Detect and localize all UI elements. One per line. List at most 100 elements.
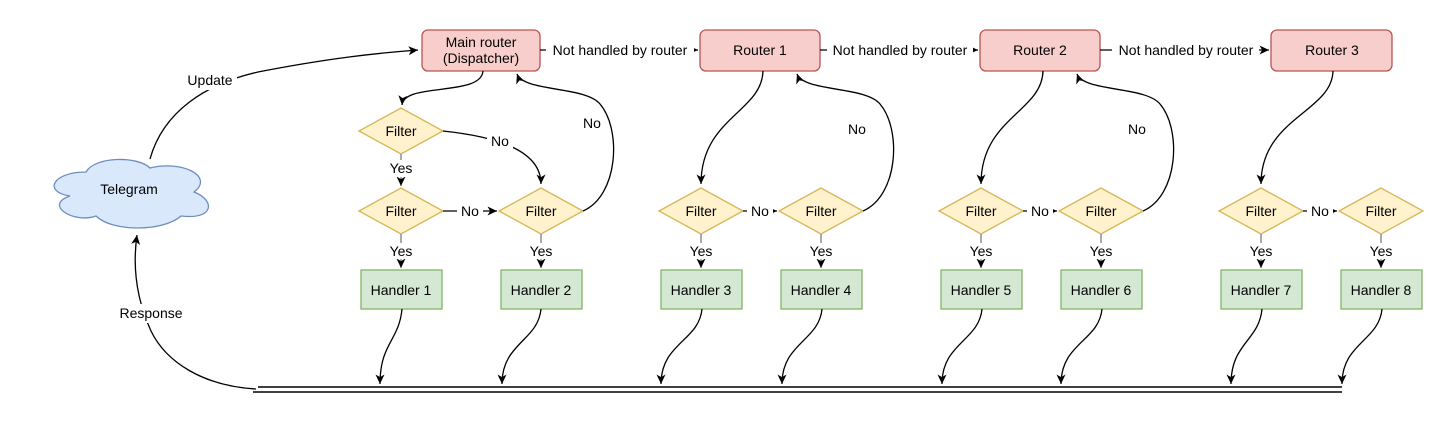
router-3-box [1270, 29, 1393, 72]
edge-main-to-filter [398, 70, 484, 106]
not-handled-1-label: Not handled by router [553, 42, 688, 58]
edge-response [131, 234, 257, 390]
no-return-main-bg [579, 114, 605, 132]
edge-handler-4-to-bus [777, 308, 823, 385]
no-return-r1-bg [844, 120, 870, 138]
handler-box [780, 269, 863, 310]
telegram-label: Telegram [100, 181, 158, 197]
handler-8-node: Handler 8 [1340, 269, 1423, 310]
filter-label: Filter [1085, 203, 1116, 219]
router-2-node: Router 2 [979, 29, 1101, 72]
not-handled-2-label: Not handled by router [833, 42, 968, 58]
filter-r2-left: Filter [937, 187, 1025, 235]
edge-handler-1-to-bus [375, 308, 403, 385]
handler-5-node: Handler 5 [940, 269, 1023, 310]
no-inline-main-bg [457, 202, 483, 220]
cloud-shape [53, 158, 210, 229]
not-handled-3-label: Not handled by router [1119, 42, 1254, 58]
filter-r3-left: Filter [1217, 187, 1305, 235]
edges [131, 45, 1386, 393]
update-label: Update [187, 72, 232, 88]
telegram-cloud: Telegram [53, 158, 210, 229]
filter-label: Filter [1245, 203, 1276, 219]
yes-7-bg [1246, 243, 1276, 259]
no-inline-r2-bg [1027, 202, 1053, 220]
filter-label: Filter [965, 203, 996, 219]
yes-6-bg [1086, 243, 1116, 259]
yes-5-bg [966, 243, 996, 259]
filter-label: Filter [525, 203, 556, 219]
router-1-label: Router 1 [733, 42, 787, 58]
edge-handler-6-to-bus [1056, 308, 1103, 385]
yes-main-top-bg [386, 160, 416, 177]
yes-2-label: Yes [530, 243, 553, 259]
update-label-bg [183, 71, 237, 90]
no-inline-r1-bg [747, 202, 773, 220]
router-3-node: Router 3 [1270, 29, 1393, 72]
no-inline-main-label: No [461, 203, 479, 219]
edge-handler-8-to-bus [1337, 308, 1383, 385]
filter-label: Filter [385, 123, 416, 139]
no-inline-r1-label: No [751, 203, 769, 219]
filter-main-top: Filter [357, 107, 445, 155]
no-inline-r3-label: No [1311, 203, 1329, 219]
handler-label: Handler 1 [371, 282, 432, 298]
yes-3-bg [686, 243, 716, 259]
handler-label: Handler 3 [671, 282, 732, 298]
no-main-top-label: No [491, 133, 509, 149]
handler-label: Handler 4 [791, 282, 852, 298]
handler-box [360, 269, 443, 310]
handler-1-node: Handler 1 [360, 269, 443, 310]
handler-box [500, 269, 583, 310]
yes-8-bg [1366, 243, 1396, 259]
yes-main-top-label: Yes [390, 160, 413, 176]
not-handled-1-bg [546, 41, 694, 59]
handler-label: Handler 7 [1231, 282, 1292, 298]
handler-4-node: Handler 4 [780, 269, 863, 310]
edge-no-return-r2 [1076, 73, 1175, 212]
edge-r3-to-filter [1256, 70, 1334, 185]
edge-r1-to-filter [696, 70, 764, 185]
yes-8-label: Yes [1370, 243, 1393, 259]
handler-label: Handler 2 [511, 282, 572, 298]
filter-label: Filter [805, 203, 836, 219]
filter-diamond [1337, 187, 1425, 235]
filter-label: Filter [1365, 203, 1396, 219]
response-label-bg [114, 304, 188, 323]
no-return-r2-label: No [1128, 121, 1146, 137]
no-return-r2-bg [1124, 120, 1150, 138]
handler-box [1220, 269, 1303, 310]
main-router-label-line2: (Dispatcher) [443, 50, 519, 66]
filter-r1-right: Filter [777, 187, 865, 235]
filter-main-right: Filter [497, 187, 585, 235]
edge-no-return-main [516, 73, 615, 212]
not-handled-2-bg [827, 41, 973, 59]
response-label: Response [119, 305, 182, 321]
filter-r3-right: Filter [1337, 187, 1425, 235]
edge-r2-to-filter [976, 70, 1044, 185]
handler-box [1060, 269, 1143, 310]
main-router-node: Main router (Dispatcher) [421, 29, 541, 72]
edge-handler-3-to-bus [656, 308, 703, 385]
yes-3-label: Yes [690, 243, 713, 259]
no-return-r1-label: No [848, 121, 866, 137]
no-inline-r2-label: No [1031, 203, 1049, 219]
no-inline-r3-bg [1307, 202, 1333, 220]
router-3-label: Router 3 [1305, 42, 1359, 58]
yes-6-label: Yes [1090, 243, 1113, 259]
router-1-node: Router 1 [699, 29, 821, 72]
filter-label: Filter [385, 203, 416, 219]
main-router-label-line1: Main router [446, 34, 517, 50]
handler-6-node: Handler 6 [1060, 269, 1143, 310]
not-handled-3-bg [1112, 41, 1259, 59]
router-2-label: Router 2 [1013, 42, 1067, 58]
filter-r2-right: Filter [1057, 187, 1145, 235]
handler-box [660, 269, 743, 310]
handler-label: Handler 8 [1351, 282, 1412, 298]
handler-box [1340, 269, 1423, 310]
edge-handler-7-to-bus [1226, 308, 1263, 385]
edge-update [149, 46, 419, 160]
handler-label: Handler 5 [951, 282, 1012, 298]
